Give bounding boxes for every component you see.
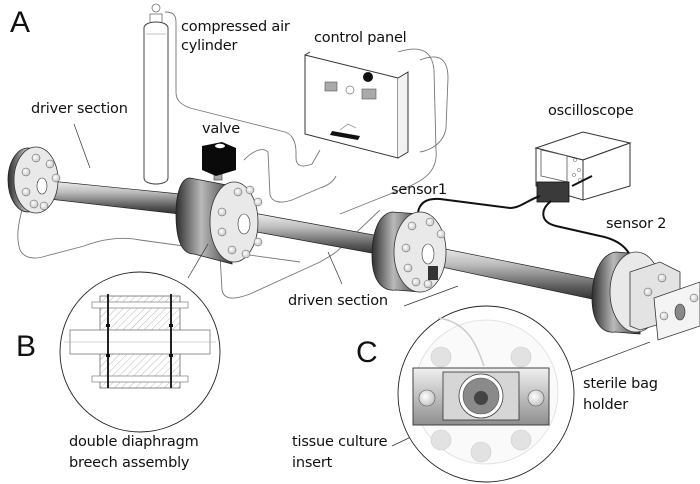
label-control-panel: control panel [314,30,407,46]
panel-label-a: A [10,6,31,39]
label-sensor2: sensor 2 [606,216,667,232]
tissue-culture-insert-icon [474,391,488,405]
label-tissue-1: tissue culture [292,434,388,450]
label-compressed-air-2: cylinder [181,38,238,54]
label-compressed-air-1: compressed air [181,19,290,35]
end-flange-left [7,146,61,214]
label-sterile-2: holder [583,397,628,413]
valve-wire [243,149,337,203]
label-sensor1: sensor1 [391,182,447,198]
label-driver-section: driver section [31,101,128,117]
oscilloscope [534,131,632,203]
detail-c-sterile-bag-holder [397,305,575,483]
loop-bottom-mid [219,209,381,299]
label-breech-2: breech assembly [69,455,190,471]
control-panel [304,51,409,159]
sensor1-cable [417,195,541,213]
panel-switch-left [324,81,338,92]
valve-body [202,142,236,176]
panel-loop-1 [339,48,437,215]
panel-switch-right [361,88,377,100]
driven-leader-2 [403,285,459,307]
panel-label-b: B [16,330,37,363]
label-breech-1: double diaphragm [69,434,199,450]
label-sterile-1: sterile bag [583,376,658,392]
label-driven-section: driven section [288,293,388,309]
air-hose [164,11,321,167]
wires [17,11,449,299]
detail-b-breech-cross-section [59,271,221,433]
sterile-bag-holder [629,261,700,341]
driver-leader [73,123,91,169]
panel-knob [363,72,373,82]
panel-label-c: C [356,336,378,369]
loop-bottom-left [17,209,301,263]
label-tissue-2: insert [292,455,333,471]
regulator-valve-icon [151,3,161,13]
signal-conditioner [536,181,570,203]
label-oscilloscope: oscilloscope [548,103,634,119]
compressed-air-cylinder [143,3,169,185]
sensor1-flange [371,211,447,293]
sterile-leader [569,341,651,373]
panel-connector [330,131,360,140]
breech-leader [187,243,209,279]
driver-section-tube [39,179,191,216]
label-valve: valve [202,121,240,137]
sensor2-cable [542,200,633,263]
oscilloscope-screen [540,149,568,183]
panel-loop-2 [419,56,449,153]
breech-assembly [175,142,263,265]
scope-link [571,175,593,187]
sensor-cables [417,175,633,263]
driven-leader-1 [327,251,343,285]
panel-dial [345,85,355,95]
